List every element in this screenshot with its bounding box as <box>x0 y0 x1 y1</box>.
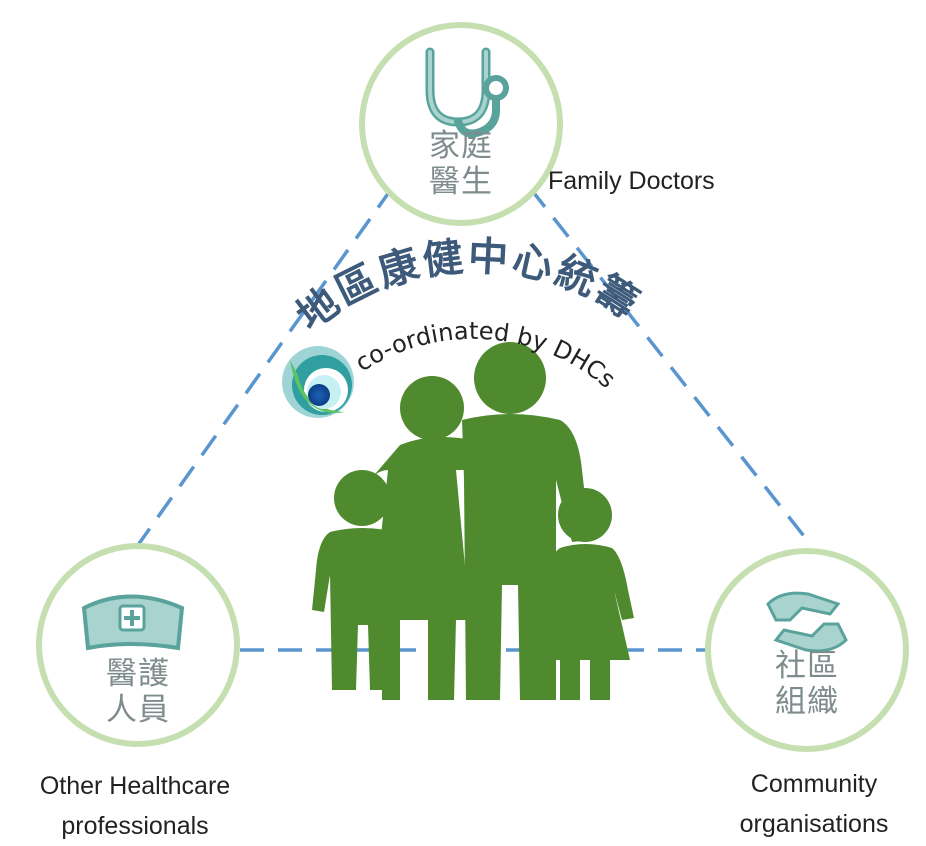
dhc-logo <box>282 346 354 418</box>
community-caption: Community organisations <box>706 764 922 844</box>
healthcare-zh-line1: 醫護 <box>106 656 170 692</box>
community-caption-line2: organisations <box>739 810 889 838</box>
healthcare-caption: Other Healthcare professionals <box>0 766 270 846</box>
healthcare-caption-line1: Other Healthcare <box>39 772 231 800</box>
family-doctors-caption-text: Family Doctors <box>548 167 715 195</box>
nurse-cap-icon <box>81 594 185 651</box>
healthcare-caption-line2: professionals <box>61 812 209 840</box>
healthcare-zh-line2: 人員 <box>106 692 170 728</box>
community-zh: 社區 組織 <box>757 648 857 720</box>
center-title-zh: 地區康健中心統籌 <box>289 234 649 340</box>
community-zh-line1: 社區 <box>775 648 839 684</box>
family-doctors-zh-line1: 家庭 <box>429 128 493 164</box>
family-doctors-caption: Family Doctors <box>548 161 768 201</box>
line-top-left <box>136 186 394 547</box>
stethoscope-icon <box>425 47 509 138</box>
family-silhouette <box>312 342 634 700</box>
community-zh-line2: 組織 <box>775 684 839 720</box>
family-doctors-zh: 家庭 醫生 <box>411 128 511 200</box>
helping-hands-icon <box>766 591 848 653</box>
family-doctors-zh-line2: 醫生 <box>429 164 493 200</box>
center-title-zh-text: 地區康健中心統籌 <box>289 234 649 340</box>
community-caption-line1: Community <box>750 770 878 798</box>
healthcare-zh: 醫護 人員 <box>88 656 188 728</box>
